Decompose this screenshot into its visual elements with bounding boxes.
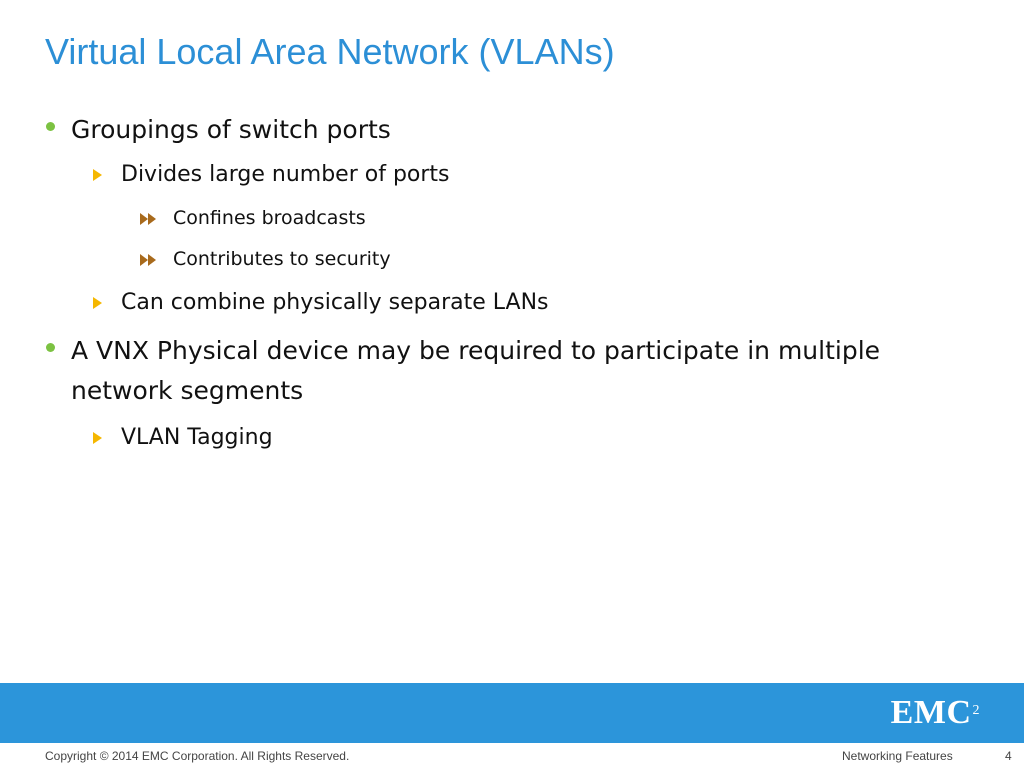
green-dot-bullet-icon xyxy=(46,343,55,352)
slide-title: Virtual Local Area Network (VLANs) xyxy=(45,31,615,72)
triangle-bullet-icon xyxy=(93,432,102,444)
page-number: 4 xyxy=(1005,749,1012,763)
bullet-text: Groupings of switch ports xyxy=(71,115,391,144)
footer-band: EMC2 xyxy=(0,683,1024,743)
bullet-text: VLAN Tagging xyxy=(121,425,273,450)
triangle-bullet-icon xyxy=(93,169,102,181)
emc-logo: EMC2 xyxy=(891,693,980,733)
double-triangle-bullet-icon xyxy=(140,213,156,225)
bullet-text: Confines broadcasts xyxy=(173,207,366,229)
copyright-text: Copyright © 2014 EMC Corporation. All Ri… xyxy=(45,749,350,763)
section-name: Networking Features xyxy=(842,749,953,763)
bullet-text-line-1: A VNX Physical device may be required to… xyxy=(71,336,881,365)
green-dot-bullet-icon xyxy=(46,122,55,131)
bullet-text: Can combine physically separate LANs xyxy=(121,290,549,315)
logo-superscript: 2 xyxy=(972,703,980,718)
logo-text: EMC xyxy=(890,694,972,731)
bullet-text: Divides large number of ports xyxy=(121,162,450,187)
bullet-text: Contributes to security xyxy=(173,248,391,270)
triangle-bullet-icon xyxy=(93,297,102,309)
bullet-text-line-2: network segments xyxy=(71,376,304,405)
double-triangle-bullet-icon xyxy=(140,254,156,266)
